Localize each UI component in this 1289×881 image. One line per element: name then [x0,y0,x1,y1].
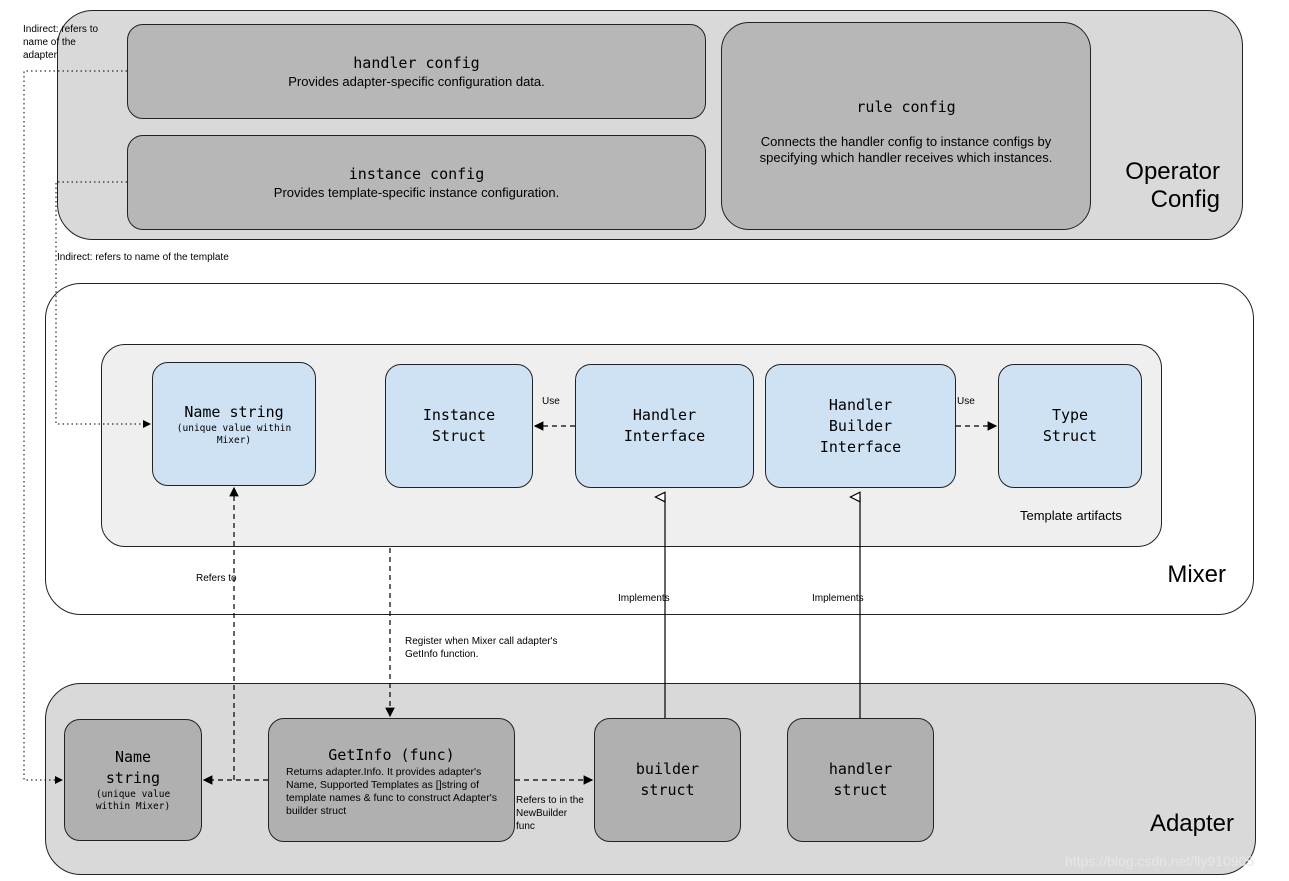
adapter-name-string-note: (unique value within Mixer) [95,789,171,812]
getinfo-title: GetInfo (func) [328,746,455,764]
mixer-name-string-note: (unique value within Mixer) [176,422,292,446]
handler-interface-title: Handler Interface [623,406,706,445]
builder-struct-box: builder struct [594,718,741,842]
indirect-template-label: Indirect: refers to name of the template [57,252,229,263]
implements-label-2: Implements [812,593,864,604]
refers-newbuilder-label: Refers to in the NewBuilder func [516,795,584,832]
instance-struct-box: Instance Struct [385,364,533,488]
instance-config-box: instance config Provides template-specif… [127,135,706,230]
use-right-label: Use [957,396,975,407]
instance-struct-title: Instance Struct [422,406,496,445]
builder-struct-title: builder struct [635,760,700,799]
indirect-adapter-line [23,70,127,784]
handler-struct-box: handler struct [787,718,934,842]
adapter-title: Adapter [1149,810,1234,837]
implements-label-1: Implements [618,593,670,604]
mixer-title: Mixer [1167,561,1226,588]
handler-builder-interface-title: Handler Builder Interface [819,395,902,456]
rule-config-title: rule config [856,98,956,116]
adapter-name-string-title: Name string [105,748,161,787]
rule-config-desc: Connects the handler config to instance … [759,134,1053,165]
register-label: Register when Mixer call adapter's GetIn… [405,636,558,660]
handler-struct-title: handler struct [828,760,893,799]
watermark: https://blog.csdn.net/lly910905 [1065,853,1255,869]
use-left-label: Use [542,396,560,407]
handler-config-title: handler config [353,54,480,72]
mixer-name-string-title: Name string [184,402,284,421]
handler-config-desc: Provides adapter-specific configuration … [288,74,545,89]
adapter-name-string-box: Name string (unique value within Mixer) [64,719,202,841]
indirect-template-line [55,181,151,428]
instance-config-title: instance config [348,165,485,183]
refers-to-label: Refers to [196,573,237,584]
type-struct-box: Type Struct [998,364,1142,488]
handler-config-box: handler config Provides adapter-specific… [127,24,706,119]
getinfo-box: GetInfo (func) Returns adapter.Info. It … [268,718,515,842]
operator-config-title: Operator Config [1125,158,1220,213]
mixer-name-string-box: Name string (unique value within Mixer) [152,362,316,486]
getinfo-desc: Returns adapter.Info. It provides adapte… [286,766,497,817]
type-struct-title: Type Struct [1042,406,1098,445]
template-artifacts-label: Template artifacts [1020,508,1122,523]
rule-config-box: rule config Connects the handler config … [721,22,1091,230]
handler-builder-interface-box: Handler Builder Interface [765,364,956,488]
indirect-adapter-label: Indirect: refers to name of the adapter [23,24,99,61]
handler-interface-box: Handler Interface [575,364,754,488]
instance-config-desc: Provides template-specific instance conf… [273,185,560,200]
